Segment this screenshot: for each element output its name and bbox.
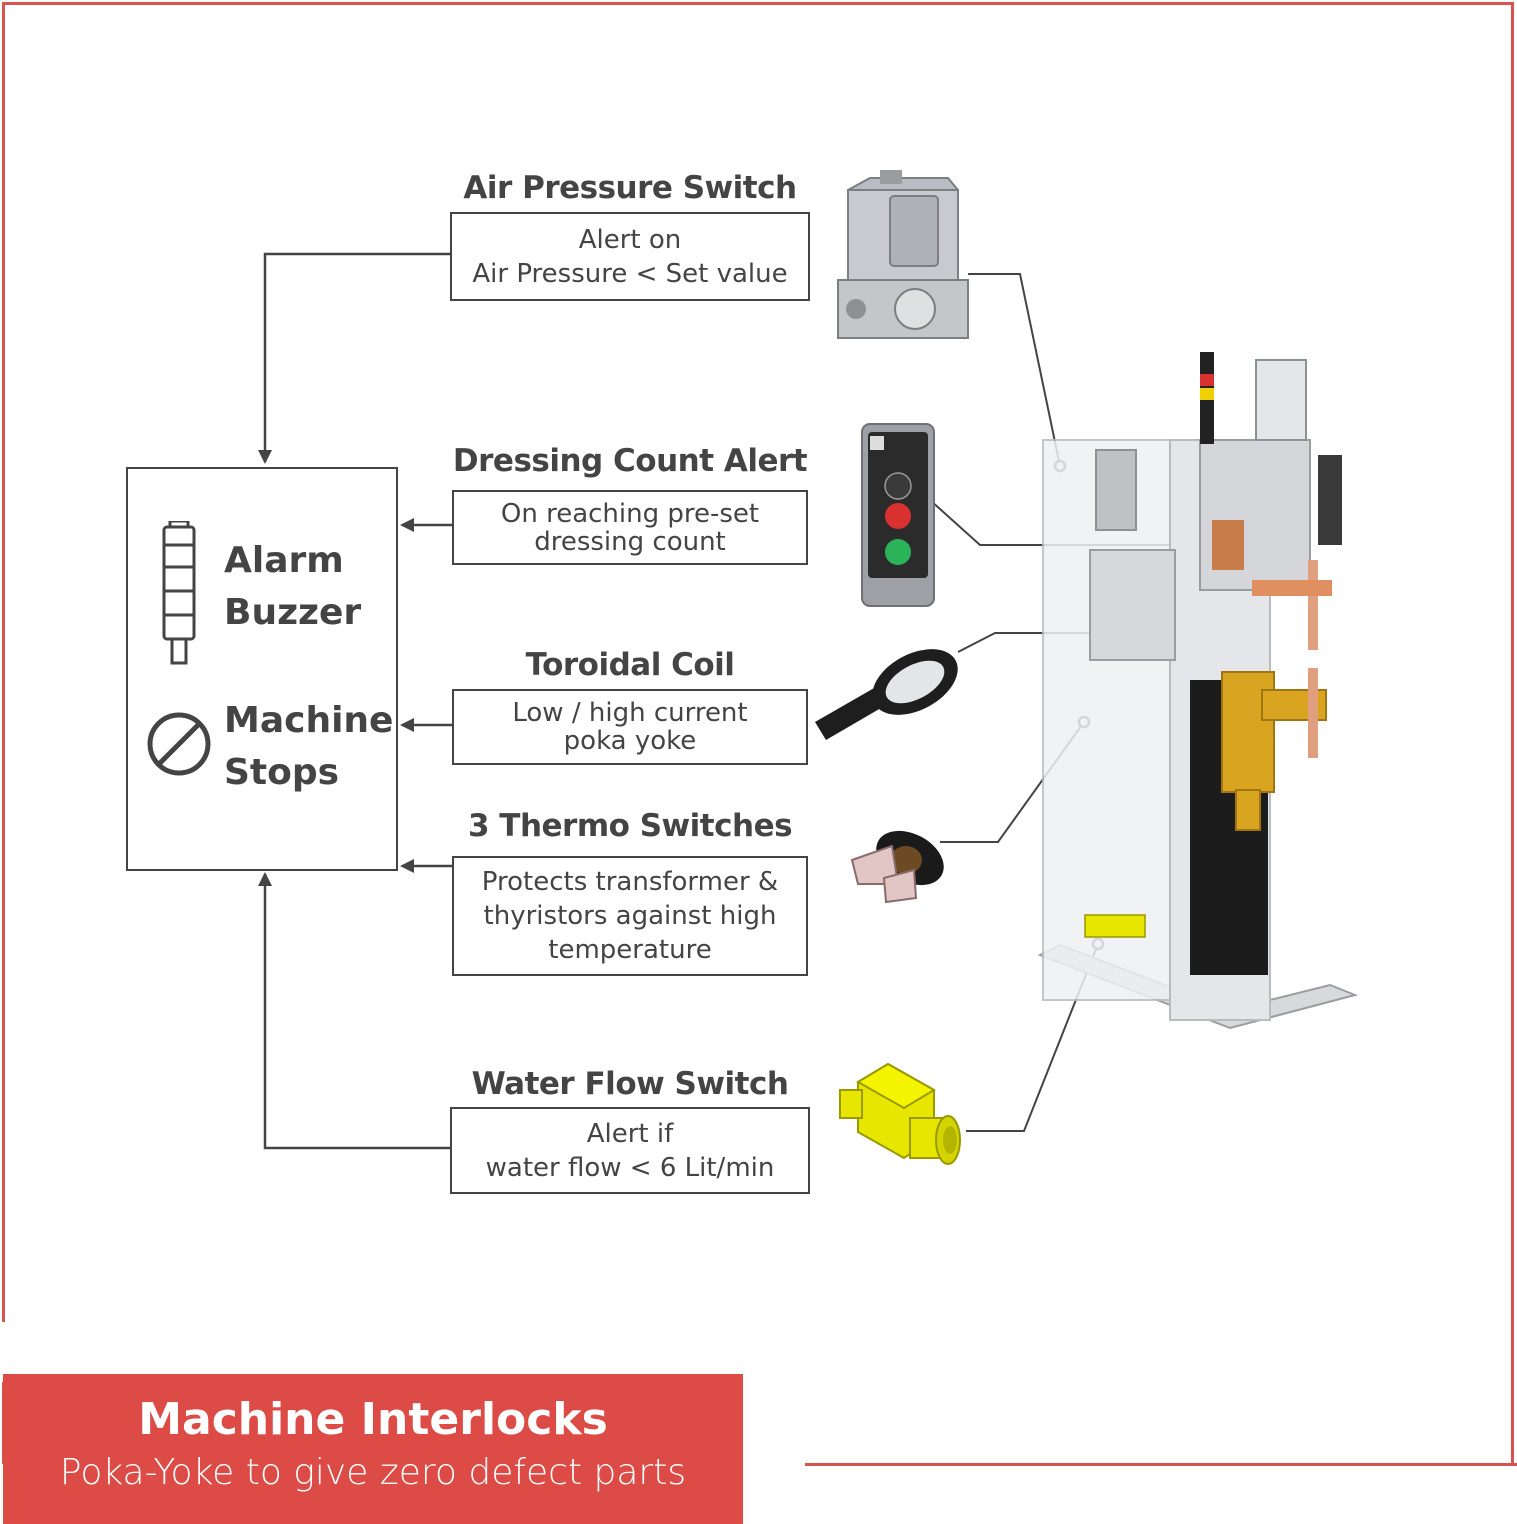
banner-subtitle: Poka-Yoke to give zero defect parts — [59, 1452, 687, 1493]
thermo-switches-line3: temperature — [548, 935, 712, 965]
air-pressure-switch-box: Alert on Air Pressure < Set value — [450, 212, 810, 301]
thermo-switches-title: 3 Thermo Switches — [467, 808, 793, 844]
dressing-count-title: Dressing Count Alert — [452, 443, 808, 479]
dressing-count-line2: dressing count — [534, 526, 726, 557]
air-pressure-switch-icon — [837, 170, 969, 339]
thermo-switches-line2: thyristors against high — [483, 901, 777, 931]
control-pendant-icon — [861, 423, 935, 607]
frame-bottom-line — [805, 1463, 1517, 1466]
air-pressure-switch-line2: Air Pressure < Set value — [472, 258, 788, 289]
alarm-buzzer-label: Alarm Buzzer — [224, 535, 361, 639]
dressing-count-line1: On reaching pre-set — [500, 498, 760, 529]
stop-line2: Stops — [224, 752, 340, 793]
buzzer-icon — [162, 521, 196, 665]
page-frame — [2, 2, 1514, 1464]
water-flow-switch-icon — [839, 1062, 961, 1165]
thermo-switch-icon — [850, 830, 944, 904]
flow-arrows — [258, 252, 452, 1150]
alarm-line1: Alarm — [224, 540, 344, 581]
alarm-line2: Buzzer — [224, 592, 362, 633]
water-flow-switch-title: Water Flow Switch — [471, 1066, 789, 1102]
banner-title: Machine Interlocks — [138, 1394, 608, 1445]
water-flow-switch-box: Alert if water flow < 6 Lit/min — [450, 1107, 810, 1194]
title-banner: Machine Interlocks Poka-Yoke to give zer… — [3, 1374, 743, 1524]
air-pressure-switch-title: Air Pressure Switch — [463, 170, 797, 206]
toroidal-coil-box: Low / high current poka yoke — [452, 689, 808, 765]
welding-machine-illustration — [1037, 352, 1359, 1030]
dressing-count-box: On reaching pre-set dressing count — [452, 490, 808, 565]
water-flow-switch-line1: Alert if — [586, 1118, 674, 1149]
stop-line1: Machine — [224, 700, 394, 741]
air-pressure-switch-line1: Alert on — [578, 224, 682, 255]
thermo-switches-line1: Protects transformer & — [481, 867, 779, 897]
toroidal-coil-title: Toroidal Coil — [525, 647, 735, 683]
toroidal-coil-icon — [815, 649, 958, 740]
toroidal-coil-line1: Low / high current — [512, 698, 748, 728]
prohibited-icon — [147, 712, 211, 776]
toroidal-coil-line2: poka yoke — [563, 726, 697, 756]
water-flow-switch-line2: water flow < 6 Lit/min — [485, 1152, 775, 1183]
thermo-switches-box: Protects transformer & thyristors agains… — [452, 856, 808, 976]
machine-stops-label: Machine Stops — [224, 695, 393, 799]
alarm-action-box: Alarm Buzzer Machine Stops — [126, 467, 398, 871]
